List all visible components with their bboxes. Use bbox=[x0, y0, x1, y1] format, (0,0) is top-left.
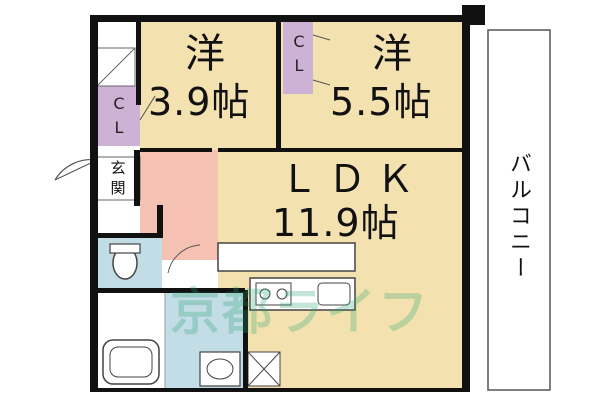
bathtub bbox=[102, 339, 160, 385]
balcony bbox=[487, 29, 551, 391]
ldk-size: 11.9帖 bbox=[272, 201, 400, 245]
western-left-name: 洋 bbox=[185, 31, 225, 77]
ldk-name: ＬＤＫ bbox=[280, 157, 425, 201]
closet-top bbox=[283, 19, 313, 94]
closet-left-label: CL bbox=[113, 94, 125, 137]
sink bbox=[317, 282, 351, 306]
watermark: 京都ライフ bbox=[170, 283, 430, 341]
western-left-size: 3.9帖 bbox=[148, 80, 251, 124]
entrance-floor bbox=[96, 156, 141, 201]
closet-top-label: CL bbox=[293, 32, 305, 75]
stove bbox=[255, 282, 292, 306]
western-right-size: 5.5帖 bbox=[330, 80, 433, 124]
entrance-label: 玄関 bbox=[110, 159, 126, 197]
western-room-left bbox=[140, 15, 276, 150]
kitchen-counter-top bbox=[217, 242, 356, 272]
balcony-label: バルコニー bbox=[506, 152, 531, 282]
washbasin bbox=[199, 351, 241, 387]
walls bbox=[90, 15, 485, 392]
closet-left bbox=[97, 86, 140, 146]
western-right-name: 洋 bbox=[372, 31, 412, 77]
